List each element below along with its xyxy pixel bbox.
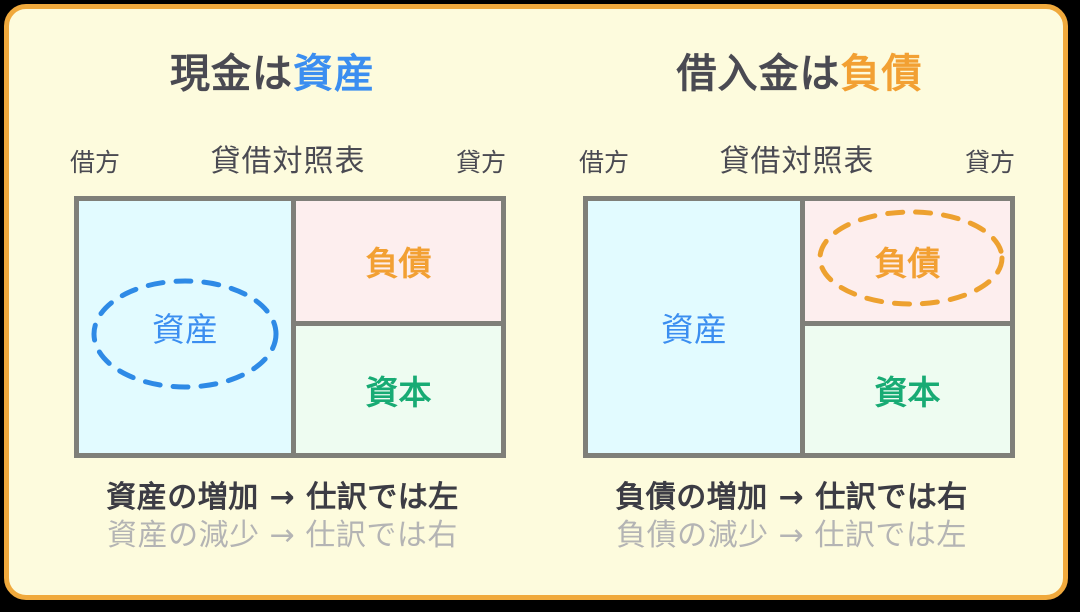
balance-sheet-box-right: 資産 負債 資本 <box>583 196 1015 458</box>
panel-title-left: 現金は資産 <box>9 41 536 99</box>
panel-title-right-plain: 借入金は <box>676 51 841 97</box>
asset-cell-left: 資産 <box>79 201 291 453</box>
credit-label-left: 貸方 <box>455 148 506 177</box>
captions-right: 負債の増加 → 仕訳では右 負債の減少 → 仕訳では左 <box>528 479 1055 556</box>
balance-sheet-box-left: 資産 負債 資本 <box>74 196 506 458</box>
capital-cell-label-right: 資本 <box>874 372 941 412</box>
captions-left: 資産の増加 → 仕訳では左 資産の減少 → 仕訳では右 <box>19 479 546 556</box>
panel-title-left-accent: 資産 <box>293 51 375 97</box>
balance-sheet-title-right: 貸借対照表 <box>719 144 875 179</box>
credit-column-left: 負債 資本 <box>291 201 501 453</box>
panels-container: 現金は資産 借方 貸借対照表 貸方 資産 負債 <box>9 9 1063 595</box>
balance-sheet-title-left: 貸借対照表 <box>210 144 366 179</box>
asset-cell-right: 資産 <box>588 201 800 453</box>
liability-cell-right: 負債 <box>805 201 1010 326</box>
capital-cell-label-left: 資本 <box>365 372 432 412</box>
liability-cell-left: 負債 <box>296 201 501 326</box>
balance-sheet-header-left: 借方 貸借対照表 貸方 <box>70 147 506 177</box>
panel-title-right-accent: 負債 <box>840 51 923 97</box>
debit-label-left: 借方 <box>70 148 121 177</box>
caption-primary-right: 負債の増加 → 仕訳では右 <box>615 480 968 515</box>
diagram-card: 現金は資産 借方 貸借対照表 貸方 資産 負債 <box>4 4 1068 600</box>
panel-loan-is-liability: 借入金は負債 借方 貸借対照表 貸方 資産 <box>536 9 1063 595</box>
panel-title-right: 借入金は負債 <box>536 41 1063 99</box>
capital-cell-left: 資本 <box>296 326 501 453</box>
caption-secondary-right: 負債の減少 → 仕訳では左 <box>616 518 967 554</box>
panel-cash-is-asset: 現金は資産 借方 貸借対照表 貸方 資産 負債 <box>9 9 536 595</box>
credit-label-right: 貸方 <box>964 148 1015 177</box>
caption-primary-left: 資産の増加 → 仕訳では左 <box>106 480 459 515</box>
capital-cell-right: 資本 <box>805 326 1010 453</box>
caption-secondary-left: 資産の減少 → 仕訳では右 <box>107 518 458 554</box>
liability-cell-label-right: 負債 <box>874 244 941 283</box>
debit-label-right: 借方 <box>579 148 630 177</box>
asset-cell-label-left: 資産 <box>152 310 218 349</box>
liability-cell-label-left: 負債 <box>365 244 432 283</box>
asset-cell-label-right: 資産 <box>661 310 727 349</box>
balance-sheet-header-right: 借方 貸借対照表 貸方 <box>579 147 1015 177</box>
credit-column-right: 負債 資本 <box>800 201 1010 453</box>
panel-title-left-plain: 現金は <box>170 51 293 97</box>
